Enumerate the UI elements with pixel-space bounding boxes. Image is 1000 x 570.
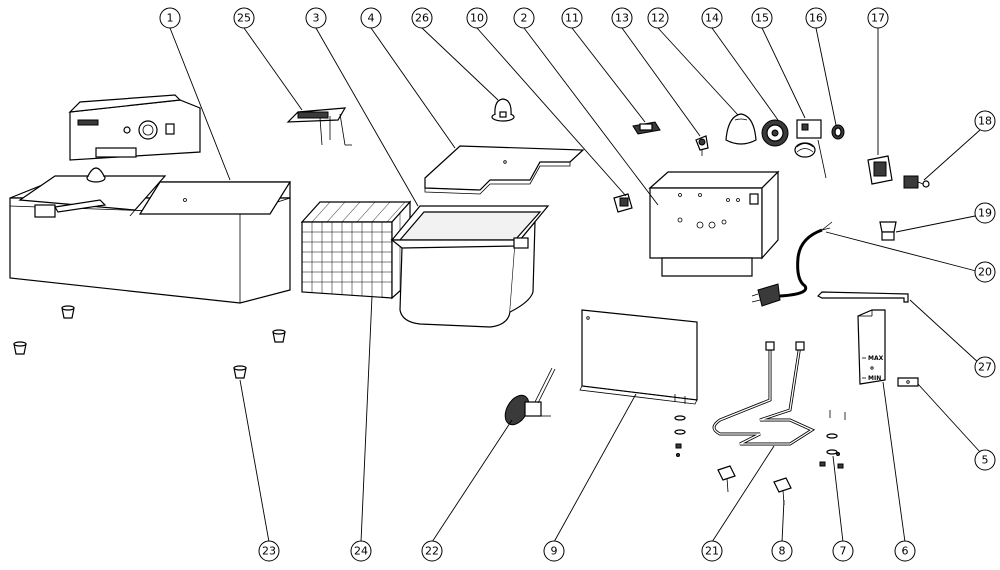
svg-text:16: 16 — [809, 12, 823, 25]
svg-text:5: 5 — [982, 454, 989, 467]
callouts: 1 25 3 4 26 10 2 11 13 12 14 15 16 17 18… — [159, 7, 996, 562]
svg-text:15: 15 — [755, 12, 769, 25]
back-panel — [579, 309, 698, 405]
control-box — [648, 170, 780, 277]
svg-text:18: 18 — [978, 115, 992, 128]
thermostat — [794, 119, 827, 179]
callout-12: 12 — [647, 7, 669, 29]
fry-basket — [300, 200, 412, 300]
callout-8: 8 — [771, 540, 793, 562]
svg-text:23: 23 — [262, 545, 276, 558]
svg-text:9: 9 — [551, 545, 558, 558]
callout-19: 19 — [974, 202, 996, 224]
svg-text:20: 20 — [978, 266, 992, 279]
fasteners-left — [674, 415, 686, 457]
oil-tank — [390, 205, 550, 328]
lid-knob — [491, 98, 515, 122]
callout-20: 20 — [974, 261, 996, 283]
callout-21: 21 — [701, 540, 723, 562]
level-bracket: MAX MIN — [857, 309, 886, 385]
callout-11: 11 — [561, 7, 583, 29]
callout-5: 5 — [974, 449, 996, 471]
callout-1: 1 — [159, 7, 181, 29]
leader-lines — [169, 27, 981, 543]
bolts — [717, 465, 792, 506]
thermostat-knob — [725, 113, 757, 145]
svg-text:13: 13 — [615, 12, 629, 25]
callout-25: 25 — [233, 7, 255, 29]
svg-text:12: 12 — [651, 12, 665, 25]
callout-3: 3 — [305, 7, 327, 29]
callout-7: 7 — [832, 540, 854, 562]
svg-text:3: 3 — [313, 12, 320, 25]
svg-text:25: 25 — [237, 12, 251, 25]
svg-text:7: 7 — [840, 545, 847, 558]
safety-switch — [903, 175, 930, 189]
svg-text:17: 17 — [871, 12, 885, 25]
svg-text:6: 6 — [902, 545, 909, 558]
thermal-cutout — [504, 367, 556, 426]
callout-10: 10 — [466, 7, 488, 29]
callout-27: 27 — [974, 356, 996, 378]
callout-9: 9 — [543, 540, 565, 562]
fryer-body — [9, 94, 292, 304]
min-label: MIN — [868, 375, 881, 382]
svg-text:21: 21 — [705, 545, 719, 558]
feet — [13, 305, 286, 379]
svg-text:26: 26 — [415, 12, 429, 25]
svg-text:22: 22 — [425, 545, 439, 558]
svg-text:27: 27 — [978, 361, 992, 374]
callout-4: 4 — [360, 7, 382, 29]
callout-14: 14 — [701, 7, 723, 29]
callout-2: 2 — [513, 7, 535, 29]
temperature-dial — [761, 119, 789, 147]
clip — [897, 377, 919, 387]
callout-18: 18 — [974, 110, 996, 132]
svg-text:11: 11 — [565, 12, 579, 25]
callout-17: 17 — [867, 7, 889, 29]
lid — [424, 145, 585, 195]
callout-26: 26 — [411, 7, 433, 29]
svg-text:24: 24 — [354, 545, 368, 558]
callout-23: 23 — [258, 540, 280, 562]
fasteners-right — [819, 410, 846, 469]
callout-16: 16 — [805, 7, 827, 29]
callout-15: 15 — [751, 7, 773, 29]
indicator-light — [632, 121, 661, 135]
cable-gland — [879, 221, 897, 241]
heating-element — [712, 341, 816, 446]
svg-text:10: 10 — [470, 12, 484, 25]
callout-6: 6 — [894, 540, 916, 562]
callout-22: 22 — [421, 540, 443, 562]
rocker-switch — [867, 155, 893, 185]
svg-text:14: 14 — [705, 12, 719, 25]
svg-text:1: 1 — [167, 12, 174, 25]
basket-hook — [286, 107, 352, 146]
power-cord — [751, 221, 833, 307]
pilot-lamp-holder — [613, 193, 633, 213]
callout-13: 13 — [611, 7, 633, 29]
max-label: MAX — [868, 355, 884, 362]
callout-24: 24 — [350, 540, 372, 562]
svg-text:2: 2 — [521, 12, 528, 25]
svg-text:19: 19 — [978, 207, 992, 220]
fuse-holder — [831, 124, 845, 140]
svg-text:4: 4 — [368, 12, 375, 25]
support-rod — [816, 291, 909, 303]
small-knob — [695, 135, 709, 156]
svg-text:8: 8 — [779, 545, 786, 558]
